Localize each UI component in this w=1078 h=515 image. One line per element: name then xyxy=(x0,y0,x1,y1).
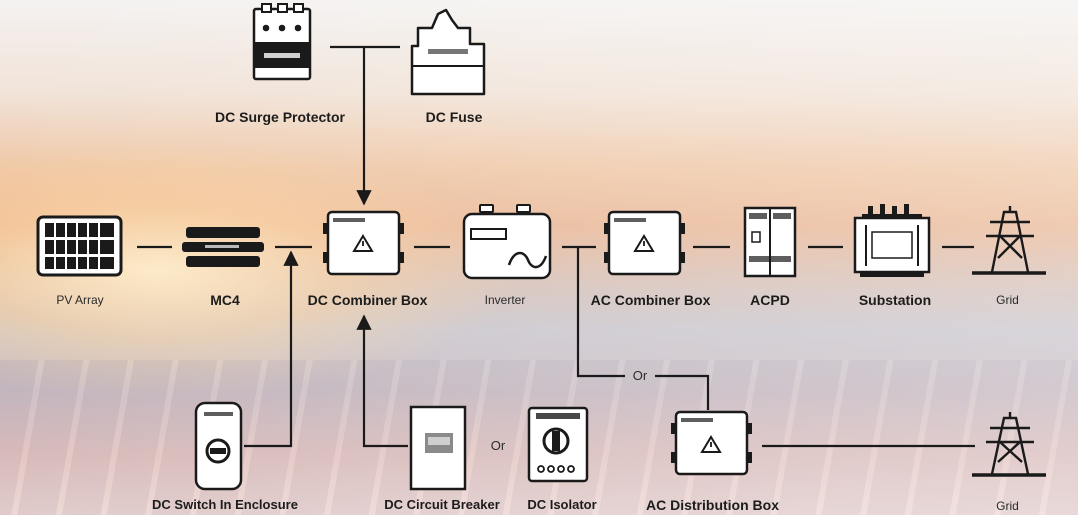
line-or-ac-distribution xyxy=(655,374,710,410)
ac-combiner-box-icon xyxy=(604,210,685,276)
dc-combiner-box-icon xyxy=(323,210,404,276)
label-pv-array: PV Array xyxy=(56,293,104,307)
label-dc-isolator: DC Isolator xyxy=(527,497,597,512)
label-substation: Substation xyxy=(858,292,932,308)
inverter-icon xyxy=(462,204,552,280)
label-dc-surge-protector: DC Surge Protector xyxy=(215,109,345,125)
dc-surge-protector-icon xyxy=(252,3,312,81)
label-dc-fuse: DC Fuse xyxy=(425,109,483,125)
line-dc-switch-up xyxy=(244,250,299,448)
label-ac-combiner-box: AC Combiner Box xyxy=(590,292,711,308)
label-dc-combiner-box: DC Combiner Box xyxy=(307,292,428,308)
connector-lines xyxy=(137,45,975,448)
label-or-middle: Or xyxy=(632,368,648,383)
grid-tower-icon xyxy=(972,206,1046,275)
label-grid-top: Grid xyxy=(996,293,1019,307)
dc-isolator-icon xyxy=(527,406,589,483)
label-ac-distribution-box: AC Distribution Box xyxy=(646,497,779,513)
dc-switch-enclosure-icon xyxy=(194,401,243,491)
substation-transformer-icon xyxy=(853,204,931,277)
dc-fuse-icon xyxy=(410,8,486,96)
label-or-bottom: Or xyxy=(490,438,506,453)
label-grid-bottom: Grid xyxy=(996,499,1019,513)
dc-circuit-breaker-icon xyxy=(409,405,467,491)
label-inverter: Inverter xyxy=(484,293,526,307)
grid-tower-icon xyxy=(972,412,1046,477)
ac-distribution-box-icon xyxy=(671,410,752,476)
label-dc-switch: DC Switch In Enclosure xyxy=(152,497,298,512)
mc4-connector-icon xyxy=(182,227,264,267)
label-dc-circuit-breaker: DC Circuit Breaker xyxy=(384,497,500,512)
label-mc4: MC4 xyxy=(210,292,240,308)
line-inverter-or-branch xyxy=(576,247,625,378)
acpd-cabinet-icon xyxy=(743,206,797,278)
line-breaker-up xyxy=(356,314,408,448)
label-acpd: ACPD xyxy=(750,292,790,308)
pv-array-icon xyxy=(36,215,123,277)
